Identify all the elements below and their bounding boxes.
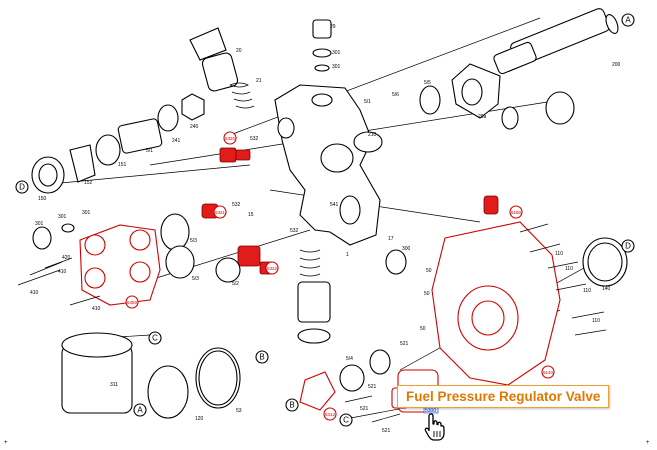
label-241: 241 [172, 138, 181, 144]
callout-5312[interactable]: 5312 [325, 412, 336, 417]
label-521a: 521 [400, 341, 409, 347]
ref-d-left: D [19, 183, 25, 192]
label-53: 53 [236, 408, 242, 414]
label-140: 140 [602, 286, 611, 292]
label-150: 150 [38, 196, 47, 202]
center-plunger-and-spring[interactable] [297, 249, 407, 344]
label-521c: 521 [360, 406, 369, 412]
label-5-4: 5/4 [346, 356, 353, 362]
callout-5322[interactable]: 5322 [267, 266, 278, 271]
label-15: 15 [248, 212, 254, 218]
label-152: 152 [84, 180, 93, 186]
label-151: 151 [118, 162, 127, 168]
label-200: 200 [612, 62, 621, 68]
bolts-right[interactable] [519, 223, 607, 336]
ref-d-right: D [625, 242, 631, 251]
label-17: 17 [388, 236, 394, 242]
reference-circles: A D D C B A B C [15, 13, 635, 427]
high-pressure-outlet-fitting[interactable] [419, 7, 620, 130]
label-311: 311 [110, 382, 118, 388]
label-20: 20 [236, 48, 242, 54]
label-110a: 110 [555, 251, 563, 257]
ref-a-top: A [625, 16, 631, 25]
red-callout-circles[interactable]: 5320 5321 5322 5350 5150 5140 5312 [125, 131, 555, 421]
label-5-6: 5/6 [392, 92, 399, 98]
callout-5321[interactable]: 5321 [215, 210, 226, 215]
label-541: 541 [330, 202, 339, 208]
ref-c-bottom: C [343, 416, 349, 425]
label-210: 210 [368, 132, 377, 138]
label-1: 1 [346, 252, 349, 258]
label-110b: 110 [565, 266, 573, 272]
left-pump-head[interactable] [32, 213, 241, 306]
label-240: 240 [190, 124, 199, 130]
lower-rings-and-sleeve[interactable] [61, 332, 241, 419]
ref-a-bottom: A [137, 406, 143, 415]
callout-5350[interactable]: 5350 [127, 300, 138, 305]
label-20a: 20a [478, 114, 487, 120]
part-tooltip: Fuel Pressure Regulator Valve [397, 385, 610, 408]
pump-housing[interactable] [274, 84, 381, 246]
callout-5320[interactable]: 5320 [225, 136, 236, 141]
ref-b-right: B [259, 353, 264, 362]
label-532c: 532 [290, 228, 299, 234]
label-120: 120 [195, 416, 204, 422]
label-521b: 521 [368, 384, 377, 390]
ref-c-left: C [152, 334, 158, 343]
label-301c: 301 [58, 214, 67, 220]
label-532b: 532 [232, 202, 241, 208]
callout-5140[interactable]: 5140 [543, 370, 554, 375]
bolts-left[interactable] [17, 257, 101, 306]
label-532a: 532 [250, 136, 259, 142]
ref-b-bottom: B [289, 401, 294, 410]
corner-mark-left: + [4, 440, 8, 446]
label-301: 301 [332, 50, 341, 56]
label-5-1: 5/1 [364, 99, 371, 105]
label-50a: 50 [426, 268, 432, 274]
label-110d: 110 [592, 318, 600, 324]
label-21: 21 [256, 78, 262, 84]
label-5-1b: 5/1 [146, 148, 153, 154]
label-410b: 410 [58, 269, 67, 275]
right-pump-head[interactable] [431, 221, 628, 386]
label-301b: 301 [332, 64, 341, 70]
hover-code[interactable]: 5300 [425, 408, 436, 414]
corner-mark-right: + [646, 440, 650, 446]
label-410a: 410 [30, 290, 39, 296]
label-5-3: 5/3 [190, 238, 197, 244]
callout-5150[interactable]: 5150 [511, 210, 522, 215]
label-5-5: 5/5 [424, 80, 431, 86]
left-seal-and-bearing-group[interactable] [31, 93, 383, 194]
label-521d: 521 [382, 428, 391, 434]
label-301d: 301 [82, 210, 91, 216]
label-410c: 410 [92, 306, 101, 312]
label-420: 420 [62, 255, 71, 261]
label-29: 29 [330, 24, 336, 30]
label-300: 300 [402, 246, 411, 252]
part-number-labels: 200 301 301 20 21 29 5/1 5/6 5/5 20a 210… [30, 24, 621, 434]
hand-pointer-icon [424, 413, 445, 441]
label-5-3b: 5/3 [192, 276, 199, 282]
label-301e: 301 [35, 221, 44, 227]
label-110c: 110 [583, 288, 591, 294]
label-50c: 50 [420, 326, 426, 332]
upper-plunger-assembly[interactable] [189, 19, 332, 109]
label-5-2: 5/2 [232, 281, 239, 287]
label-50b: 50 [424, 291, 430, 297]
